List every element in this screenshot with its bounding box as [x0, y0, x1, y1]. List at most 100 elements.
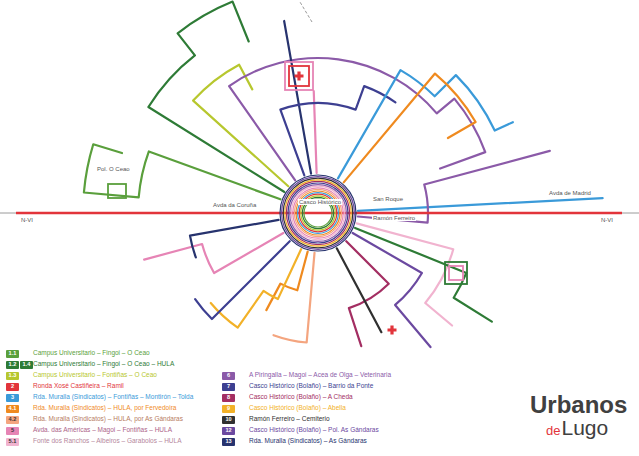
legend-row: 5.1 Fonte dos Ranchos – Albeiros – Garabo… — [6, 437, 182, 446]
legend-badges: 1.1 — [6, 350, 33, 358]
legend-row: 10 Ramón Ferreiro – Cemiterio — [222, 415, 330, 424]
legend-text: Casco Histórico (Bolaño) – Pol. As Gánda… — [249, 427, 379, 434]
route-loop — [445, 262, 467, 284]
route-loop — [289, 66, 309, 86]
highway-line — [0, 213, 639, 214]
route-ring — [283, 178, 353, 248]
legend-row: 4.2 Rda. Muralla (Sindicatos) – HULA, por… — [6, 415, 183, 424]
line-badge: 5 — [6, 427, 19, 435]
street-label: San Roque — [372, 196, 404, 202]
line-number: 5 — [11, 428, 14, 434]
bus-route — [280, 86, 395, 175]
line-number: 9 — [227, 406, 230, 412]
line-number: 5.1 — [9, 439, 17, 445]
route-ring — [296, 191, 340, 235]
line-badge: 8 — [222, 394, 235, 402]
line-number: 1.2 — [9, 362, 17, 368]
line-number: 1.1 — [9, 351, 17, 357]
legend-badges: 2 — [6, 383, 33, 391]
legend-text: Fonte dos Ranchos – Albeiros – Garabolos… — [33, 438, 182, 445]
street-label: Ramón Ferreiro — [372, 215, 416, 221]
legend-row: 1.21.4Campus Universitario – Fingoi – O … — [6, 360, 174, 369]
route-loop — [449, 266, 463, 280]
logo-word: Urbanos — [530, 393, 627, 417]
legend-text: Rda. Muralla (Sindicatos) – As Gándaras — [249, 438, 367, 445]
hospital-cross — [295, 72, 304, 81]
legend-row: 2Ronda Xosé Castiñeira – Ramil — [6, 382, 124, 391]
line-badge: 1.3 — [6, 372, 19, 380]
bus-route — [346, 241, 388, 346]
legend-badges: 5.1 — [6, 438, 33, 446]
bus-routes — [84, 2, 603, 347]
line-number: 7 — [227, 384, 230, 390]
street-label: Pol. O Ceao — [96, 166, 131, 172]
legend-badges: 12 — [222, 427, 249, 435]
legend-text: Campus Universitario – Fontiñas – O Ceao — [33, 372, 157, 379]
route-ring — [282, 177, 355, 250]
bus-route — [344, 74, 476, 183]
legend-row: 9Casco Histórico (Bolaño) – Abella — [222, 404, 346, 413]
legend-row: 1.1 Campus Universitario – Fingoi – O Cea… — [6, 349, 150, 358]
bus-route — [284, 21, 311, 174]
route-ring — [291, 186, 345, 240]
legend-row: 4.1 Rda. Muralla (Sindicatos) – HULA, por… — [6, 404, 176, 413]
legend-text: Rda. Muralla (Sindicatos) – HULA, por Fe… — [33, 405, 176, 412]
line-badge: 1.4 — [20, 361, 33, 369]
route-loop — [285, 62, 313, 90]
bus-route — [144, 233, 283, 273]
line-badge: 3 — [6, 394, 19, 402]
route-ring — [294, 189, 341, 236]
legend-text: Rda. Muralla (Sindicatos) – HULA, por As… — [33, 416, 183, 423]
line-number: 3 — [11, 395, 14, 401]
line-badge: 1.2 — [6, 361, 19, 369]
line-number: 4.1 — [9, 406, 17, 412]
legend-badges: 6 — [222, 372, 249, 380]
line-badge: 7 — [222, 383, 235, 391]
bus-route — [353, 233, 431, 347]
line-badge: 6 — [222, 372, 235, 380]
line-number: 1.4 — [23, 362, 31, 368]
hospital-cross — [388, 326, 397, 335]
route-loops — [108, 62, 467, 284]
bus-route — [355, 228, 492, 322]
line-number: 13 — [225, 439, 231, 445]
line-number: 8 — [227, 395, 230, 401]
line-badge: 5.1 — [6, 438, 19, 446]
line-number: 1.3 — [9, 373, 17, 379]
line-badge: 4.2 — [6, 416, 19, 424]
route-ring — [285, 180, 351, 246]
line-number: 12 — [225, 428, 231, 434]
legend-row: 13 Rda. Muralla (Sindicatos) – As Gándara… — [222, 437, 367, 446]
bus-route — [16, 212, 622, 214]
legend-row: 5 Avda. das Américas – Magoi – Fontiñas –… — [6, 426, 172, 435]
line-badge: 10 — [222, 416, 235, 424]
road-line — [300, 2, 312, 22]
legend-row: 6 A Piringalla – Magoi – Acea de Olga – V… — [222, 371, 391, 380]
line-number: 6 — [227, 373, 230, 379]
legend-text: Casco Histórico (Bolaño) – Barrio da Pon… — [249, 383, 373, 390]
bus-route — [190, 220, 279, 258]
legend-badges: 10 — [222, 416, 249, 424]
bus-route — [337, 248, 382, 332]
line-badge: 2 — [6, 383, 19, 391]
legend-badges: 1.3 — [6, 372, 33, 380]
legend-text: Rda. Muralla (Sindicatos) – Fontiñas – M… — [33, 394, 193, 401]
legend-text: Campus Universitario – Fingoi – O Ceao — [33, 350, 150, 357]
line-badge: 9 — [222, 405, 235, 413]
legend-text: Ramón Ferreiro – Cemiterio — [249, 416, 330, 423]
hospital-symbols — [295, 72, 397, 335]
legend-text: Avda. das Américas – Magoi – Fontiñas – … — [33, 427, 172, 434]
bus-route — [211, 249, 301, 327]
legend-text: Casco Histórico (Bolaño) – A Cheda — [249, 394, 353, 401]
legend-row: 7 Casco Histórico (Bolaño) – Barrio da Po… — [222, 382, 373, 391]
bus-route — [357, 223, 454, 325]
legend-text: A Piringalla – Magoi – Acea de Olga – Ve… — [249, 372, 391, 379]
centre-rings — [280, 175, 356, 251]
logo-word: Lugo — [561, 417, 608, 438]
bus-route — [193, 65, 288, 187]
route-loop — [108, 184, 126, 198]
route-ring — [280, 175, 356, 251]
legend-badges: 3 — [6, 394, 33, 402]
road-label: N-VI — [600, 217, 614, 223]
